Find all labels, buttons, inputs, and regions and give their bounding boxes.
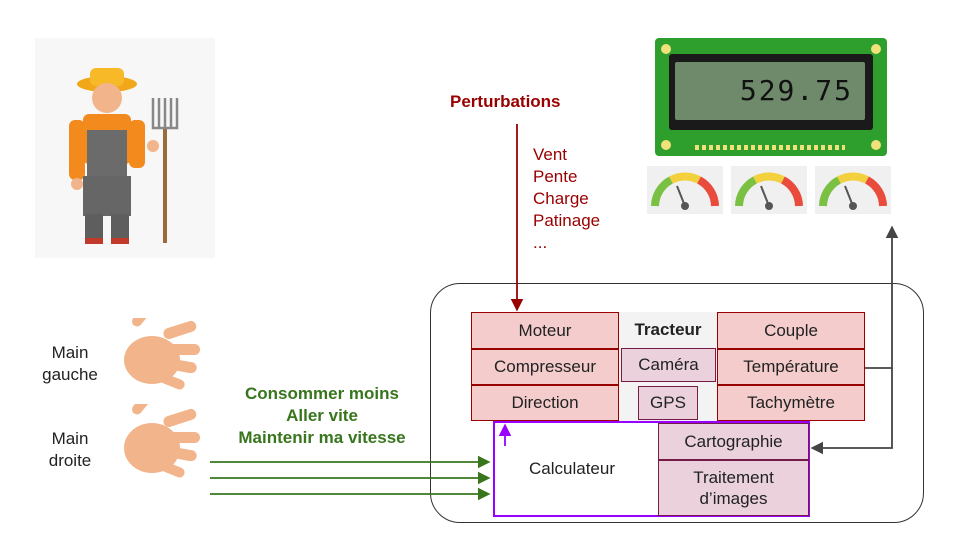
compresseur-box: Compresseur	[471, 349, 619, 385]
calculator-label: Calculateur	[529, 459, 615, 478]
camera-box: Caméra	[621, 348, 716, 382]
hand-icon	[124, 404, 200, 478]
display-value: 529.75	[739, 74, 853, 107]
lcd-display-icon: 529.75	[655, 38, 887, 156]
cartographie-box: Cartographie	[658, 423, 809, 460]
perturbation-item: Pente	[533, 167, 578, 186]
perturbation-item: ...	[533, 233, 548, 252]
temperature-box: Température	[717, 349, 865, 385]
direction-box: Direction	[471, 385, 619, 421]
gauge-icon	[815, 166, 891, 214]
left-hand-label: Main gauche	[42, 343, 98, 384]
farmer-icon	[35, 38, 215, 258]
perturbations-list: Vent Pente Charge Patinage ...	[533, 144, 600, 254]
tachymetre-box: Tachymètre	[717, 385, 865, 421]
traitement-images-box: Traitement d’images	[658, 460, 809, 516]
moteur-box: Moteur	[471, 312, 619, 349]
hand-icon	[124, 318, 200, 390]
perturbations-title: Perturbations	[450, 92, 561, 111]
sensor-feedback-arrow	[810, 368, 893, 455]
perturbation-item: Vent	[533, 145, 568, 164]
goals: Consommer moins Aller vite Maintenir ma …	[212, 383, 432, 449]
goal-item: Maintenir ma vitesse	[238, 428, 406, 447]
goal-item: Consommer moins	[245, 384, 399, 403]
couple-box: Couple	[717, 312, 865, 349]
gauge-icon	[647, 166, 723, 214]
right-hand-label: Main droite	[48, 429, 92, 470]
gps-box: GPS	[638, 386, 698, 420]
sensor-feedback-line	[865, 225, 899, 369]
calculator-frame	[493, 421, 810, 517]
gauge-icon	[731, 166, 807, 214]
tractor-title: Tracteur	[619, 312, 717, 348]
tractor-system-frame	[430, 283, 924, 523]
perturbation-item: Patinage	[533, 211, 601, 230]
perturbation-item: Charge	[533, 189, 589, 208]
goal-item: Aller vite	[286, 406, 358, 425]
